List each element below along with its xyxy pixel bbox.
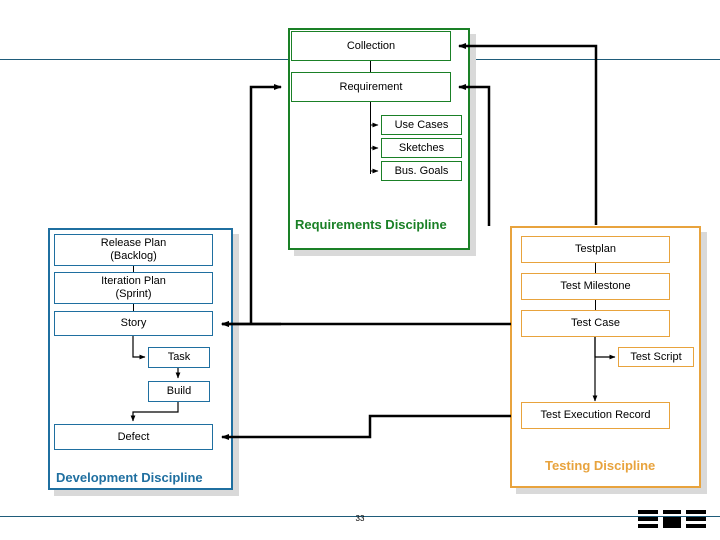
connector-iteration-story bbox=[133, 304, 134, 311]
connector-testplan-milestone bbox=[595, 263, 596, 273]
box-story[interactable]: Story bbox=[54, 311, 213, 336]
connector-milestone-testcase bbox=[595, 300, 596, 310]
box-iteration-plan-label-1: Iteration Plan bbox=[101, 275, 166, 288]
decorative-glyph-group bbox=[638, 508, 706, 534]
box-testplan[interactable]: Testplan bbox=[521, 236, 670, 263]
box-defect[interactable]: Defect bbox=[54, 424, 213, 450]
connector-requirement-spine bbox=[370, 102, 371, 174]
box-test-case-label: Test Case bbox=[571, 317, 620, 330]
box-testplan-label: Testplan bbox=[575, 243, 616, 256]
connector-release-iteration bbox=[133, 266, 134, 272]
arrow-test-execution-to-defect bbox=[221, 414, 511, 440]
box-task[interactable]: Task bbox=[148, 347, 210, 368]
box-test-script[interactable]: Test Script bbox=[618, 347, 694, 367]
box-bus-goals[interactable]: Bus. Goals bbox=[381, 161, 462, 181]
box-build-label: Build bbox=[166, 385, 192, 398]
box-requirement[interactable]: Requirement bbox=[291, 72, 451, 102]
box-build[interactable]: Build bbox=[148, 381, 210, 402]
box-requirement-label: Requirement bbox=[339, 80, 403, 93]
box-test-execution-record[interactable]: Test Execution Record bbox=[521, 402, 670, 429]
requirements-discipline-title: Requirements Discipline bbox=[295, 217, 447, 232]
box-test-case[interactable]: Test Case bbox=[521, 310, 670, 337]
box-story-label: Story bbox=[120, 317, 147, 330]
testing-discipline-title: Testing Discipline bbox=[545, 458, 656, 473]
box-release-plan[interactable]: Release Plan (Backlog) bbox=[54, 234, 213, 266]
box-test-script-label: Test Script bbox=[630, 350, 682, 363]
bottom-divider-rule bbox=[0, 516, 720, 517]
development-discipline-title: Development Discipline bbox=[56, 470, 203, 485]
box-sketches[interactable]: Sketches bbox=[381, 138, 462, 158]
box-use-cases[interactable]: Use Cases bbox=[381, 115, 462, 135]
box-release-plan-label-1: Release Plan bbox=[100, 237, 167, 250]
box-sketches-label: Sketches bbox=[398, 141, 445, 154]
arrow-testing-to-collection bbox=[458, 43, 598, 225]
box-release-plan-label-2: (Backlog) bbox=[110, 250, 157, 262]
box-iteration-plan[interactable]: Iteration Plan (Sprint) bbox=[54, 272, 213, 304]
box-test-execution-record-label: Test Execution Record bbox=[540, 409, 651, 422]
box-use-cases-label: Use Cases bbox=[394, 118, 449, 131]
box-defect-label: Defect bbox=[117, 430, 150, 443]
box-test-milestone-label: Test Milestone bbox=[560, 280, 631, 293]
box-test-milestone[interactable]: Test Milestone bbox=[521, 273, 670, 300]
connector-collection-requirement bbox=[370, 61, 371, 72]
page-number: 33 bbox=[355, 514, 365, 523]
box-bus-goals-label: Bus. Goals bbox=[394, 164, 449, 177]
box-collection[interactable]: Collection bbox=[291, 31, 451, 61]
box-iteration-plan-label-2: (Sprint) bbox=[115, 288, 152, 300]
arrow-development-to-requirement bbox=[249, 84, 282, 324]
box-collection-label: Collection bbox=[346, 39, 396, 52]
box-task-label: Task bbox=[167, 351, 191, 364]
